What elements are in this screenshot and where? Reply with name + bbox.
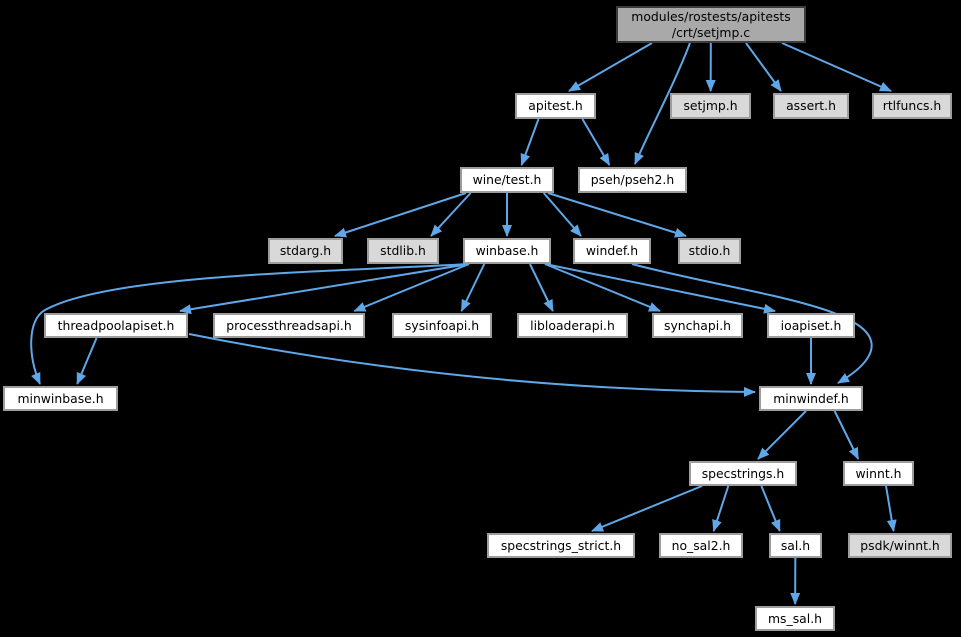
- graph-node-stdlib[interactable]: stdlib.h: [367, 238, 439, 264]
- graph-node-assert[interactable]: assert.h: [773, 93, 849, 119]
- graph-node-ioapiset[interactable]: ioapiset.h: [767, 313, 855, 338]
- edge-root-to-rtlfuncs: [781, 42, 892, 92]
- edge-winbase-to-synchapi: [544, 263, 661, 312]
- edge-apitest-to-pseh2: [581, 118, 611, 166]
- graph-node-sysinfoapi[interactable]: sysinfoapi.h: [392, 313, 492, 338]
- edge-winetest-to-stdarg: [334, 192, 467, 238]
- graph-node-rtlfuncs[interactable]: rtlfuncs.h: [872, 93, 952, 119]
- edge-specstrings-to-no_sal2: [712, 485, 730, 532]
- graph-node-threadpoolapiset[interactable]: threadpoolapiset.h: [44, 313, 188, 338]
- edge-winnt-to-psdk_winnt: [885, 485, 897, 532]
- edge-winbase-to-threadpoolapiset: [179, 263, 470, 315]
- graph-node-root[interactable]: modules/rostests/apitests /crt/setjmp.c: [616, 6, 806, 43]
- graph-node-stdarg[interactable]: stdarg.h: [268, 238, 343, 264]
- graph-node-no_sal2[interactable]: no_sal2.h: [659, 533, 743, 558]
- edge-root-to-assert: [745, 42, 782, 92]
- edge-winetest-to-windef: [542, 192, 582, 237]
- edge-winbase-to-libloaderapi: [529, 263, 554, 312]
- edge-minwindef-to-specstrings: [757, 410, 807, 460]
- graph-node-minwindef[interactable]: minwindef.h: [759, 386, 863, 411]
- graph-node-minwinbase[interactable]: minwinbase.h: [3, 386, 118, 411]
- edge-specstrings-to-specstrings_strict: [591, 485, 703, 532]
- graph-node-winbase[interactable]: winbase.h: [463, 238, 551, 264]
- graph-node-apitest[interactable]: apitest.h: [515, 93, 596, 119]
- edge-root-to-pseh2: [634, 42, 691, 165]
- graph-node-setjmp[interactable]: setjmp.h: [670, 93, 751, 119]
- graph-node-processthreadsapi[interactable]: processthreadsapi.h: [213, 313, 365, 338]
- edge-root-to-apitest: [568, 42, 653, 92]
- edge-minwindef-to-winnt: [833, 410, 860, 460]
- edge-specstrings-to-sal: [760, 485, 781, 532]
- graph-node-synchapi[interactable]: synchapi.h: [652, 313, 743, 338]
- graph-node-psdk_winnt[interactable]: psdk/winnt.h: [848, 533, 952, 558]
- graph-node-sal[interactable]: sal.h: [769, 533, 822, 558]
- edge-winbase-to-sysinfoapi: [460, 263, 486, 312]
- graph-node-winnt[interactable]: winnt.h: [843, 461, 914, 486]
- graph-node-specstrings[interactable]: specstrings.h: [689, 461, 797, 486]
- edge-winbase-to-minwinbase: [30, 263, 470, 385]
- edge-winetest-to-stdio: [547, 192, 687, 238]
- graph-node-pseh2[interactable]: pseh/pseh2.h: [578, 167, 687, 193]
- graph-node-specstrings_strict[interactable]: specstrings_strict.h: [487, 533, 635, 558]
- graph-node-winetest[interactable]: wine/test.h: [460, 167, 554, 193]
- edge-winbase-to-ioapiset: [544, 263, 776, 314]
- graph-node-ms_sal[interactable]: ms_sal.h: [755, 606, 835, 631]
- graph-node-windef[interactable]: windef.h: [573, 238, 651, 264]
- edge-winetest-to-stdlib: [430, 192, 472, 237]
- graph-node-stdio[interactable]: stdio.h: [678, 238, 741, 264]
- edge-threadpoolapiset-to-minwindef: [188, 333, 756, 397]
- edge-apitest-to-winetest: [520, 118, 540, 166]
- edge-threadpoolapiset-to-minwinbase: [76, 337, 98, 385]
- graph-node-libloaderapi[interactable]: libloaderapi.h: [517, 313, 628, 338]
- edge-winbase-to-processthreadsapi: [353, 263, 470, 312]
